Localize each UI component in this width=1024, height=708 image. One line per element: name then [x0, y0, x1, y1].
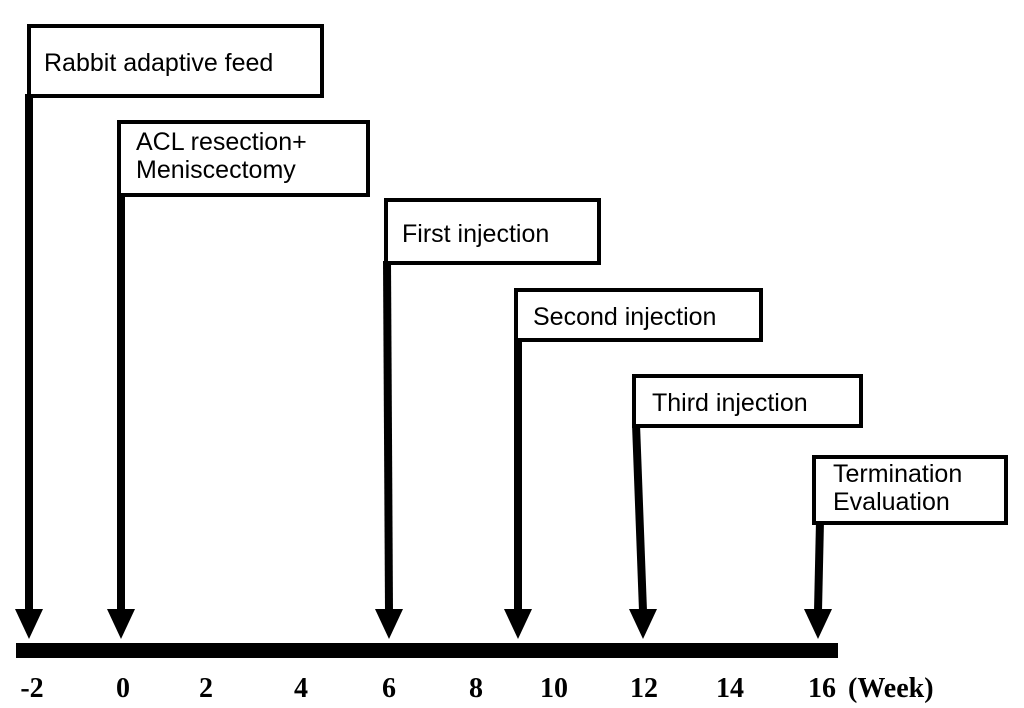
- tick-label: 4: [294, 673, 308, 704]
- event-box: [632, 374, 863, 428]
- tick-label: 16: [808, 673, 836, 704]
- arrow-shaft: [814, 520, 824, 612]
- event-surgery: ACL resection+Meniscectomy: [107, 120, 370, 639]
- arrow-shaft: [632, 423, 647, 612]
- event-box: [514, 288, 763, 342]
- tick-labels: -2 0 2 4 6 8 10 12 14 16: [20, 673, 836, 704]
- event-adaptive-feed: Rabbit adaptive feed: [15, 24, 324, 639]
- event-label: Second injection: [533, 303, 716, 331]
- event-box: [117, 120, 370, 197]
- tick-label: 14: [716, 673, 744, 704]
- event-label: Termination: [833, 460, 962, 488]
- event-second-injection: Second injection: [504, 288, 763, 639]
- event-box: [812, 455, 1008, 525]
- arrow-head: [107, 609, 135, 639]
- tick-label: 12: [630, 673, 658, 704]
- tick-label: -2: [20, 673, 43, 704]
- tick-label: 2: [199, 673, 213, 704]
- event-box: [27, 24, 324, 98]
- event-label: First injection: [402, 220, 549, 248]
- event-label: Rabbit adaptive feed: [44, 49, 273, 77]
- event-label: Third injection: [652, 389, 808, 417]
- tick-label: 10: [540, 673, 568, 704]
- arrow-head: [804, 609, 832, 639]
- tick-label: 0: [116, 673, 130, 704]
- timeline-axis-bar: [16, 643, 838, 658]
- event-label: Evaluation: [833, 488, 950, 516]
- arrow-head: [504, 609, 532, 639]
- event-label: ACL resection+: [136, 128, 307, 156]
- arrow-head: [375, 609, 403, 639]
- event-third-injection: Third injection: [629, 374, 863, 639]
- arrow-head: [629, 609, 657, 639]
- tick-label: 8: [469, 673, 483, 704]
- event-label: Meniscectomy: [136, 156, 296, 184]
- event-box: [384, 198, 601, 265]
- tick-label: 6: [382, 673, 396, 704]
- arrow-shaft: [383, 260, 393, 612]
- event-first-injection: First injection: [375, 198, 601, 639]
- arrow-head: [15, 609, 43, 639]
- unit-label: (Week): [848, 673, 934, 704]
